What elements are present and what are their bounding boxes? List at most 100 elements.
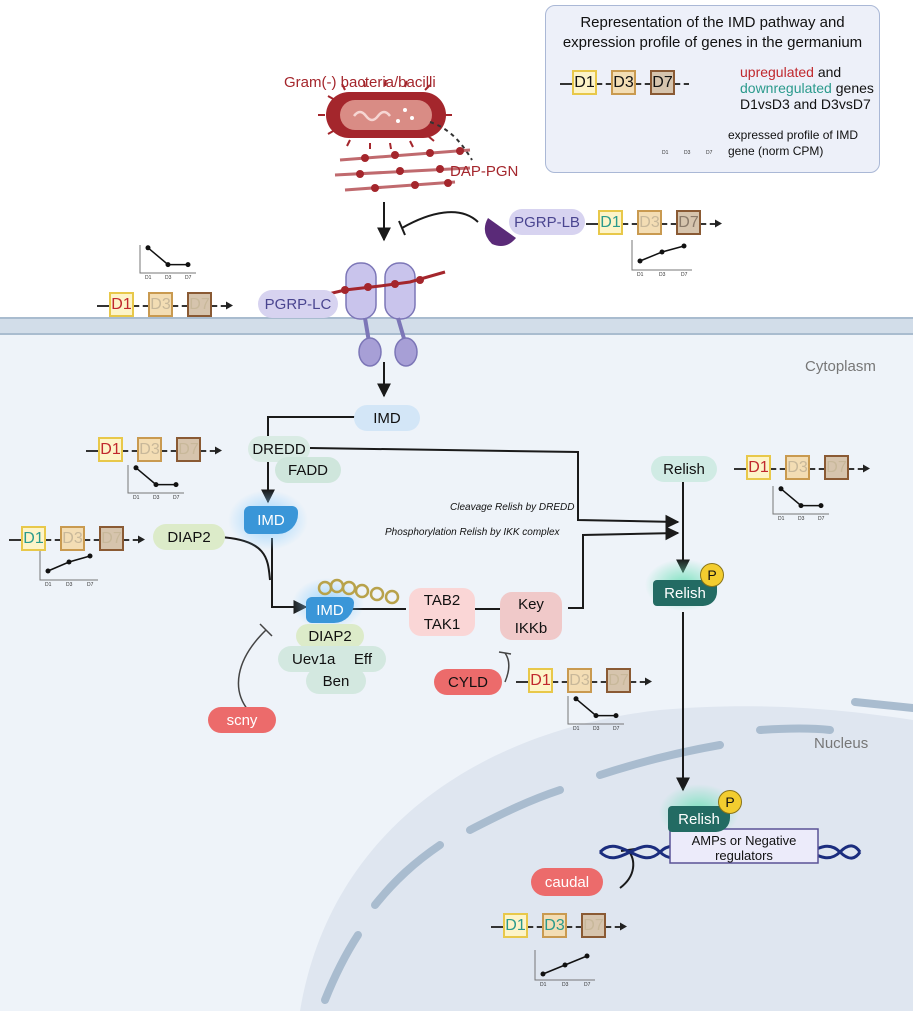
dredd-pattern-connector [86, 449, 98, 452]
phospho-badge-cyto: P [700, 563, 724, 587]
imd-pill-top: IMD [354, 405, 420, 431]
pgrp-lc-pattern-day-d7: D7 [187, 292, 212, 317]
relish-pattern-connector [810, 467, 824, 470]
pgrp-lc-pill: PGRP-LC [258, 290, 338, 318]
pgrp-lb-pattern-connector [662, 222, 676, 225]
cyld-pattern-connector [592, 680, 606, 683]
cytoplasm-label: Cytoplasm [805, 358, 876, 375]
diap2-pattern-connector [124, 538, 138, 541]
key-pill: Key [500, 592, 562, 616]
pgrp-lc-tick-label: D7 [185, 275, 192, 281]
nuclear-envelope [321, 698, 913, 1004]
pgrp-lb-tick-label: D7 [681, 272, 688, 278]
legend-panel [545, 5, 880, 173]
legend-pattern-connector [636, 82, 650, 85]
relish-profile-point [778, 486, 784, 492]
pgrp-lb-pill: PGRP-LB [509, 209, 585, 235]
cyld-pattern-arrowhead [645, 677, 652, 686]
cleavage-annotation: Cleavage Relish by DREDD [450, 502, 575, 513]
diap2-pattern-connector [85, 538, 99, 541]
pgrp-lc-tick-label: D3 [165, 275, 172, 281]
dredd-pattern-connector [162, 449, 176, 452]
dap-pgn-label: DAP-PGN [450, 163, 519, 180]
target-genes-line1: AMPs or Negative [691, 833, 797, 848]
nucleus-label: Nucleus [814, 735, 869, 752]
dredd-pattern-day-d7: D7 [176, 437, 201, 462]
phospho-badge-nuclear: P [718, 790, 742, 814]
pgrp-lb-profile-point [681, 243, 687, 249]
ikkb-pill: IKKb [500, 616, 562, 640]
pgrp-lb-tick-label: D1 [637, 272, 644, 278]
legend-pattern-day-d3: D3 [611, 70, 636, 95]
legend-line1: upregulated and [740, 64, 841, 80]
dredd-profile-point [173, 482, 179, 488]
relish-pattern-day-d7: D7 [824, 455, 849, 480]
legend-profile-line2: gene (norm CPM) [728, 144, 824, 158]
relish-pattern-connector [771, 467, 785, 470]
cyld-pattern-connector [631, 680, 645, 683]
pgrp-lc-profile-plot [139, 245, 196, 274]
relish-tick-label: D1 [778, 516, 785, 522]
relish-pattern-connector [734, 467, 746, 470]
pgrp-lc-pattern-connector [212, 304, 226, 307]
tak1-pill: TAK1 [409, 612, 475, 636]
relish-profile-point [818, 503, 824, 509]
relish-pattern-day-d3: D3 [785, 455, 810, 480]
bacteria-label: Gram(-) bacteria/bacilli [284, 74, 436, 91]
pgrp-lb-pattern-connector [623, 222, 637, 225]
legend-pattern-day-d1: D1 [572, 70, 597, 95]
diap2-pattern-day-d3: D3 [60, 526, 85, 551]
legend-comparisons: D1vsD3 and D3vsD7 [740, 96, 871, 112]
caudal-pattern-day-d1: D1 [503, 913, 528, 938]
caudal-profile-point [562, 962, 568, 968]
caudal-pill: caudal [531, 868, 603, 896]
dredd-tick-label: D7 [173, 495, 180, 501]
pgrp-lb-pattern-connector [701, 222, 715, 225]
imd-pill-active: IMD [244, 506, 298, 534]
dredd-pattern-connector [123, 449, 137, 452]
diap2-profile-point [87, 553, 93, 559]
caudal-profile-point [584, 953, 590, 959]
pgrp-lb-pattern-connector [586, 222, 598, 225]
ben-pill: Ben [306, 668, 366, 694]
cyld-tick-label: D1 [573, 726, 580, 732]
target-gene-box [669, 828, 819, 864]
relish-tick-label: D7 [818, 516, 825, 522]
relish-profile-point [798, 503, 804, 509]
phosphorylation-annotation: Phosphorylation Relish by IKK complex [385, 527, 560, 538]
nucleus-region [300, 706, 913, 1011]
ubiquitin-chain-icon [317, 578, 400, 605]
relish-pattern-arrowhead [863, 464, 870, 473]
pgrp-lc-pattern-connector [97, 304, 109, 307]
dredd-pattern-arrowhead [215, 446, 222, 455]
diap2-profile-point [66, 559, 72, 565]
legend-title-line1: Representation of the IMD pathway and [580, 14, 845, 31]
pgrp-lb-pattern-day-d1: D1 [598, 210, 623, 235]
relish-profile-plot [772, 486, 829, 515]
legend-genes: genes [835, 80, 874, 96]
caudal-profile-plot [534, 950, 595, 981]
legend-tick-label: D7 [706, 150, 713, 156]
pgrp-lc-pattern-day-d1: D1 [109, 292, 134, 317]
pgrp-lc-pattern-connector [134, 304, 148, 307]
pgrp-lb-icon [484, 218, 516, 246]
uev1a-label: Uev1a [292, 650, 336, 668]
relish-tick-label: D3 [798, 516, 805, 522]
cyld-profile-point [573, 696, 579, 702]
fadd-pill: FADD [275, 457, 341, 483]
caudal-tick-label: D1 [540, 982, 547, 988]
caudal-pattern-arrowhead [620, 922, 627, 931]
legend-pattern-connector [560, 82, 572, 85]
diap2-pattern-arrowhead [138, 535, 145, 544]
pgrp-lb-profile-point [637, 258, 643, 264]
cyld-profile-point [593, 713, 599, 719]
scny-pill: scny [208, 707, 276, 733]
diap2-tick-label: D1 [45, 582, 52, 588]
legend-tick-label: D1 [662, 150, 669, 156]
cyld-pattern-connector [516, 680, 528, 683]
imd-pill-complex: IMD [306, 597, 354, 623]
diap2-pattern-day-d1: D1 [21, 526, 46, 551]
uev1a-eff-pill: Uev1a Eff [278, 646, 386, 672]
legend-pattern-connector [675, 82, 689, 85]
cyld-pill: CYLD [434, 669, 502, 695]
